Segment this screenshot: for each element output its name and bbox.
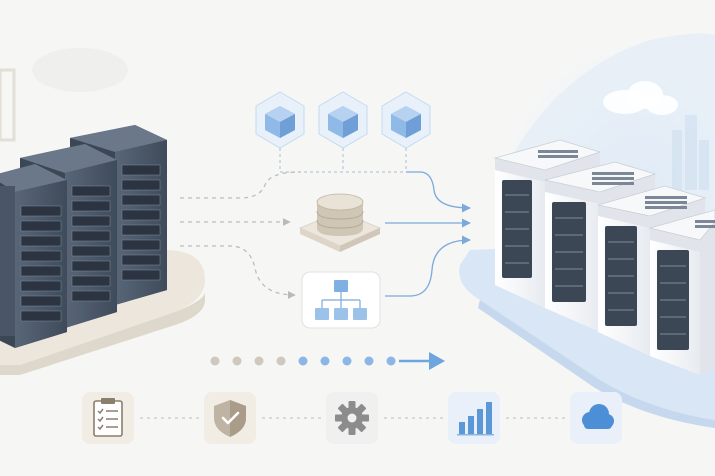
hierarchy-network-icon bbox=[315, 280, 367, 320]
migration-progress-track bbox=[210, 352, 445, 370]
shield-check-icon bbox=[214, 400, 246, 437]
progress-dot-pending bbox=[386, 356, 396, 366]
pipeline-step-monitoring bbox=[448, 392, 500, 444]
progress-dot-pending bbox=[320, 356, 330, 366]
gear-icon bbox=[335, 401, 369, 435]
flow-connectors bbox=[180, 171, 471, 299]
pipeline-step-security bbox=[204, 392, 256, 444]
progress-dot-done bbox=[232, 356, 242, 366]
legacy-server-racks bbox=[0, 125, 167, 348]
progress-dot-pending bbox=[364, 356, 374, 366]
pipeline-step-cloud bbox=[570, 392, 622, 444]
cloud-silhouette-icon bbox=[603, 81, 678, 115]
pipeline-step-checklist bbox=[82, 392, 134, 444]
hierarchy-node bbox=[301, 271, 381, 329]
database-node bbox=[298, 193, 382, 252]
container-cube-icon bbox=[318, 91, 368, 149]
progress-dot-done bbox=[254, 356, 264, 366]
window-frame bbox=[0, 68, 16, 142]
city-skyline bbox=[672, 115, 709, 190]
clipboard-checklist-icon bbox=[93, 398, 123, 437]
bar-chart-icon bbox=[457, 402, 494, 436]
pipeline-step-configuration bbox=[326, 392, 378, 444]
progress-dot-pending bbox=[298, 356, 308, 366]
bottom-pipeline bbox=[82, 392, 622, 444]
cloud-icon bbox=[582, 404, 614, 429]
progress-dot-pending bbox=[342, 356, 352, 366]
container-cube-icon bbox=[381, 91, 431, 149]
target-rack bbox=[648, 209, 715, 375]
progress-dot-done bbox=[276, 356, 286, 366]
legacy-rack bbox=[0, 164, 67, 348]
progress-dot-done bbox=[210, 356, 220, 366]
container-cube-icon bbox=[255, 91, 305, 149]
target-server-racks bbox=[493, 139, 715, 375]
container-row bbox=[255, 91, 431, 173]
database-icon bbox=[316, 193, 364, 236]
progress-arrow-head-icon bbox=[429, 352, 445, 370]
